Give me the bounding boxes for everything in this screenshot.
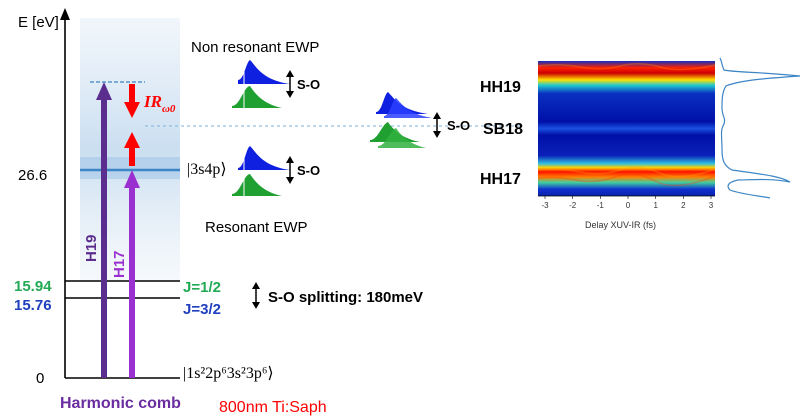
energy-axis — [60, 8, 180, 379]
ir-label: IRω0 — [143, 92, 176, 115]
non-resonant-ewp-packet — [232, 60, 290, 112]
tick-15-76: 15.76 — [14, 297, 52, 314]
heatmap — [538, 61, 715, 196]
resonant-ewp-packet — [232, 146, 290, 200]
heatmap-tick-label: -2 — [569, 201, 577, 210]
tick-zero: 0 — [36, 370, 44, 387]
h19-label: H19 — [83, 234, 100, 262]
resonant-ewp-label: Resonant EWP — [205, 219, 308, 236]
row-label-hh17: HH17 — [480, 171, 521, 188]
state-3s4p: |3s4p⟩ — [187, 161, 227, 178]
non-resonant-so-label: S-O — [297, 77, 320, 92]
j-half-label: J=1/2 — [183, 279, 221, 296]
resonant-so-arrow — [286, 156, 294, 184]
row-label-hh19: HH19 — [480, 79, 521, 96]
spectrum-profile — [719, 57, 801, 199]
h19-arrow — [96, 82, 112, 378]
h17-arrow — [124, 170, 140, 378]
heatmap-tick-label: 2 — [681, 201, 686, 210]
heatmap-tick-label: 1 — [653, 201, 658, 210]
combined-so-arrow — [433, 112, 441, 138]
non-resonant-ewp-label: Non resonant EWP — [191, 39, 319, 56]
heatmap-texture — [537, 63, 716, 187]
heatmap-tick-label: 0 — [626, 201, 631, 210]
h17-label: H17 — [111, 250, 128, 278]
ir-label-sub: ω0 — [162, 103, 176, 115]
state-ground: |1s²2p⁶3s²3p⁶⟩ — [183, 365, 274, 382]
energy-axis-label: E [eV] — [18, 14, 59, 31]
combined-ewp-packet — [370, 92, 432, 148]
so-splitting-arrow — [252, 282, 260, 309]
non-resonant-so-arrow — [286, 70, 294, 98]
combined-so-label: S-O — [447, 118, 470, 133]
tick-15-94: 15.94 — [14, 278, 52, 295]
harmonic-comb-label: Harmonic comb — [60, 395, 181, 412]
laser-label: 800nm Ti:Saph — [219, 399, 327, 416]
j-three-half-label: J=3/2 — [183, 301, 221, 318]
ir-arrow-down — [124, 84, 140, 118]
so-splitting-label: S-O splitting: 180meV — [268, 289, 423, 306]
heatmap-tick-labels: -3 -2 -1 0 1 2 3 — [541, 196, 714, 210]
heatmap-tick-label: -1 — [597, 201, 605, 210]
resonant-so-label: S-O — [297, 163, 320, 178]
heatmap-tick-label: -3 — [541, 201, 549, 210]
row-label-sb18: SB18 — [483, 121, 523, 138]
ir-label-main: IR — [143, 92, 162, 111]
tick-26-6: 26.6 — [18, 167, 47, 184]
heatmap-x-label: Delay XUV-IR (fs) — [585, 220, 656, 230]
ir-arrow-up — [124, 132, 140, 166]
heatmap-tick-label: 3 — [709, 201, 714, 210]
